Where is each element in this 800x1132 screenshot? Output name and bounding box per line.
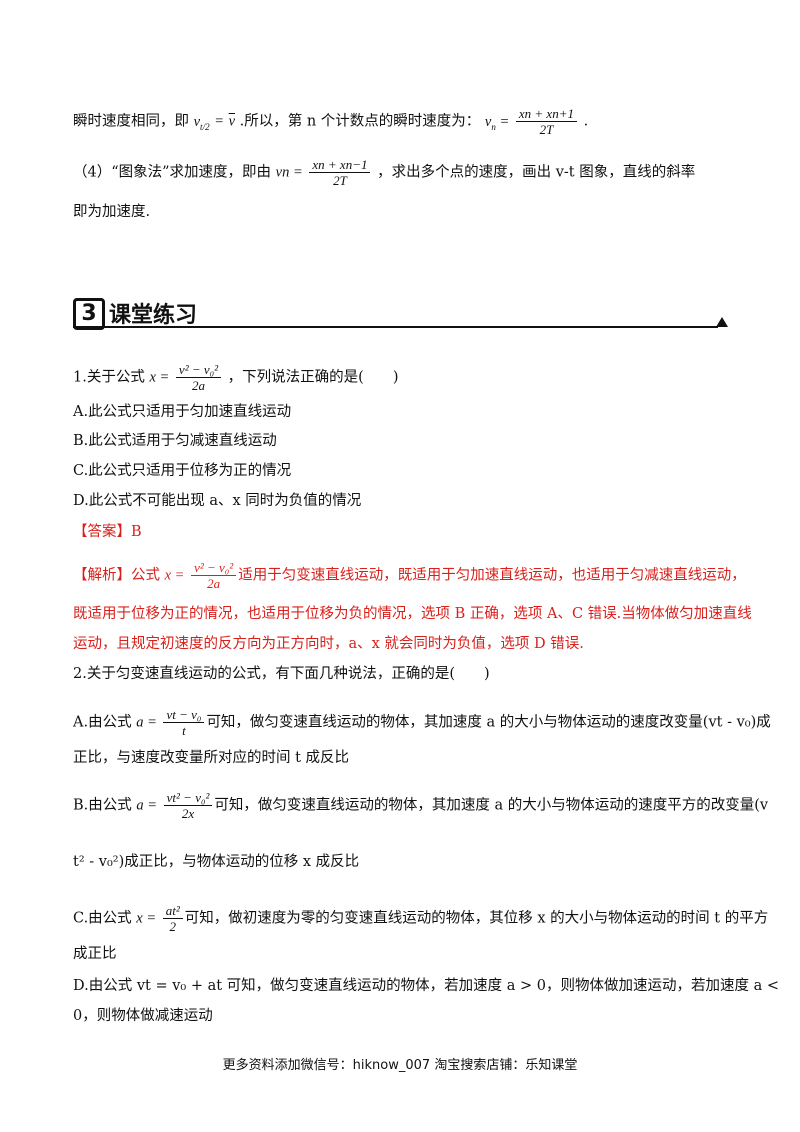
section-divider <box>73 326 718 328</box>
answer-label: 【答案】 <box>73 524 131 540</box>
velocity-paragraph: 瞬时速度相同，即 vt/2 = v .所以，第 n 个计数点的瞬时速度为： vn… <box>73 106 728 137</box>
velocity-lead-text: 瞬时速度相同，即 <box>73 113 189 130</box>
q1-option-a: A.此公式只适用于匀加速直线运动 <box>73 404 292 420</box>
q2-a-eq: a = <box>136 714 157 731</box>
q2-b-pre: B.由公式 <box>73 797 132 814</box>
q2-stem: 2.关于匀变速直线运动的公式，有下面几种说法，正确的是( ) <box>73 666 490 682</box>
q1-option-c: C.此公式只适用于位移为正的情况 <box>73 463 292 479</box>
q1-option-b: B.此公式适用于匀减速直线运动 <box>73 433 277 449</box>
velocity-end-text: . <box>583 113 589 130</box>
q2-a-pre: A.由公式 <box>73 714 132 731</box>
v-bar-symbol: v <box>228 113 236 130</box>
page-footer: 更多资料添加微信号：hiknow_007 淘宝搜索店铺：乐知课堂 <box>222 1058 578 1073</box>
triangle-marker-icon <box>716 317 728 327</box>
vt2-symbol: vt/2 <box>193 113 210 132</box>
q1-stem-pre: 1.关于公式 <box>73 369 145 386</box>
q1-analysis-line2: 既适用于位移为正的情况，也适用于位移为负的情况，选项 B 正确，选项 A、C 错… <box>73 606 752 622</box>
vn-eq-symbol: vn = <box>275 164 303 181</box>
q2-c-text: 可知，做初速度为零的匀变速直线运动的物体，其位移 x 的大小与物体运动的时间 t… <box>184 910 769 927</box>
q1-option-d: D.此公式不可能出现 a、x 同时为负值的情况 <box>73 493 362 509</box>
q2-b-text: 可知，做匀变速直线运动的物体，其加速度 a 的大小与物体运动的速度平方的改变量(… <box>214 797 769 814</box>
answer-value: B <box>131 524 142 540</box>
vn-symbol: vn = <box>484 113 510 132</box>
q2-option-c-line2: 成正比 <box>73 946 117 962</box>
q2-option-d-line2: 0，则物体做减速运动 <box>73 1008 213 1024</box>
section-title: 课堂练习 <box>109 303 198 328</box>
analysis-x-eq: x = <box>164 567 185 584</box>
q1-x-eq: x = <box>149 369 170 386</box>
analysis-label: 【解析】 <box>73 567 131 584</box>
q2-option-b-line2: t² - v₀²)成正比，与物体运动的位移 x 成反比 <box>73 854 360 870</box>
section-number-badge: 3 <box>73 298 105 330</box>
graph-tail-text: ，求出多个点的速度，画出 v-t 图象，直线的斜率 <box>377 164 696 181</box>
q2-c-pre: C.由公式 <box>73 910 132 927</box>
graph-method-line2: 即为加速度. <box>73 204 151 220</box>
q1-stem-post: ，下列说法正确的是( ) <box>227 369 399 386</box>
velocity-mid-text: .所以，第 n 个计数点的瞬时速度为： <box>239 113 481 130</box>
graph-lead-text: （4）“图象法”求加速度，即由 <box>73 164 272 181</box>
analysis-pre: 公式 <box>131 567 160 584</box>
analysis-text-1: 适用于匀变速直线运动，既适用于匀加速直线运动，也适用于匀减速直线运动， <box>238 567 746 584</box>
section-header: 3 课堂练习 <box>73 296 728 330</box>
q1-analysis-line3: 运动，且规定初速度的反方向为正方向时，a、x 就会同时为负值，选项 D 错误. <box>73 636 584 652</box>
q2-option-d: D.由公式 vt = v₀ + at 可知，做匀变速直线运动的物体，若加速度 a… <box>73 978 780 994</box>
q2-c-eq: x = <box>136 910 157 927</box>
q2-b-eq: a = <box>136 797 158 814</box>
q1-answer: 【答案】B <box>73 522 728 542</box>
q2-a-text: 可知，做匀变速直线运动的物体，其加速度 a 的大小与物体运动的速度改变量(vt … <box>206 714 771 731</box>
q2-option-a-line2: 正比，与速度改变量所对应的时间 t 成反比 <box>73 750 350 766</box>
equals-sign: = <box>214 113 224 130</box>
